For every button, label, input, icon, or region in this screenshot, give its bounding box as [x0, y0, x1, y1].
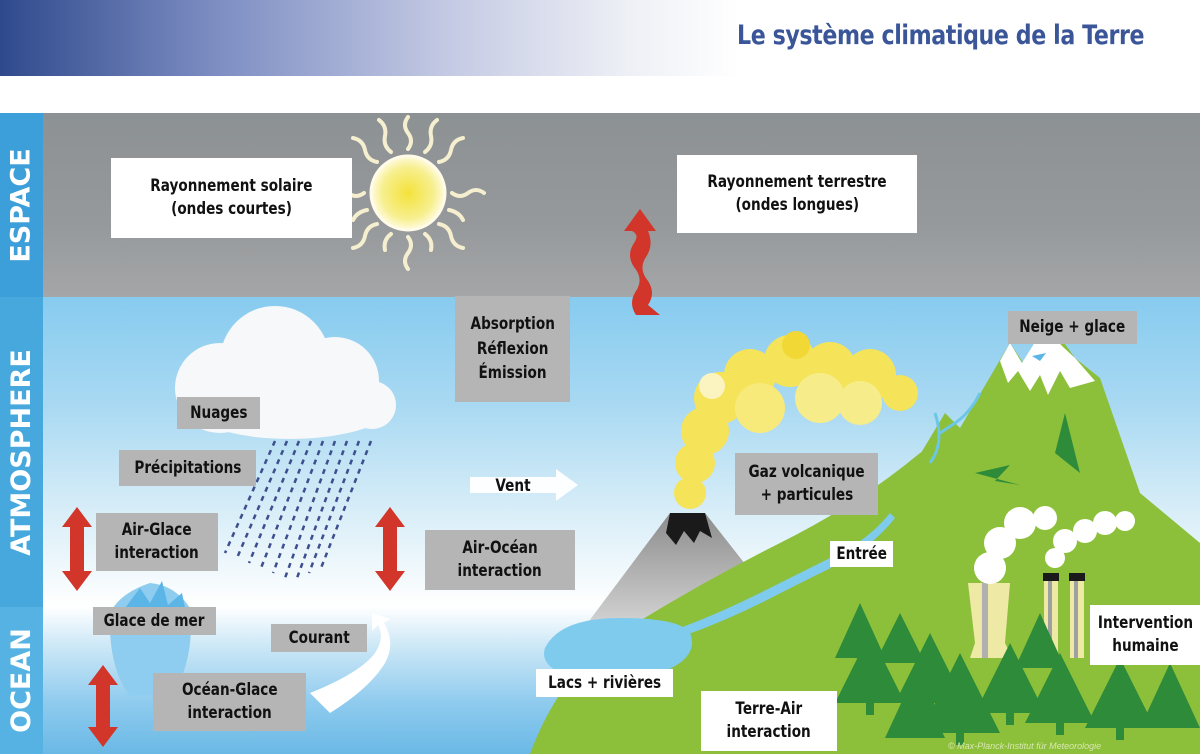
volcanic-plume-icon [674, 331, 918, 509]
wind-arrow-icon [470, 469, 578, 501]
label-ocean-ice-interaction: Océan-Glace interaction [153, 673, 306, 731]
zone-label-ocean: OCEAN [0, 607, 43, 754]
zone-label-atmosphere: ATMOSPHERE [0, 297, 43, 607]
page-title: Le système climatique de la Terre [737, 20, 1145, 51]
label-clouds: Nuages [177, 397, 260, 429]
label-solar-radiation: Rayonnement solaire (ondes courtes) [111, 158, 352, 238]
air-ice-arrow-icon [62, 507, 92, 591]
label-air-ocean-interaction: Air-Océan interaction [425, 530, 575, 590]
label-snow-ice: Neige + glace [1008, 311, 1137, 344]
label-current: Courant [271, 624, 367, 652]
label-volcanic-gas: Gaz volcanique + particules [735, 453, 878, 515]
label-terrestrial-radiation: Rayonnement terrestre (ondes longues) [677, 155, 917, 233]
label-lakes-rivers: Lacs + rivières [536, 669, 673, 697]
header-gradient-bar [0, 0, 740, 76]
forest-icon [835, 603, 1200, 745]
label-land-air-interaction: Terre-Air interaction [701, 691, 837, 751]
label-wind: Vent [495, 475, 531, 496]
label-processes: Absorption Réflexion Émission [455, 296, 570, 402]
land-icon [530, 323, 1200, 754]
current-arrow-icon [310, 613, 391, 713]
ocean-ice-arrow-icon [88, 665, 118, 747]
precipitation-icon [223, 440, 373, 579]
power-plant-icon [968, 506, 1135, 658]
zone-label-space: ESPACE [0, 113, 43, 297]
climate-system-diagram: ESPACE ATMOSPHERE OCEAN [0, 113, 1200, 754]
sun-icon [330, 115, 486, 271]
label-air-ice-interaction: Air-Glace interaction [96, 513, 218, 571]
label-inflow: Entrée [830, 541, 893, 567]
label-sea-ice: Glace de mer [93, 607, 216, 635]
label-precipitation: Précipitations [119, 450, 256, 486]
air-ocean-arrow-icon [375, 507, 405, 591]
copyright-credit: © Max-Planck-Institut für Meteorologie [948, 741, 1102, 751]
label-human-intervention: Intervention humaine [1090, 605, 1200, 665]
terrestrial-radiation-arrow-icon [624, 209, 660, 315]
